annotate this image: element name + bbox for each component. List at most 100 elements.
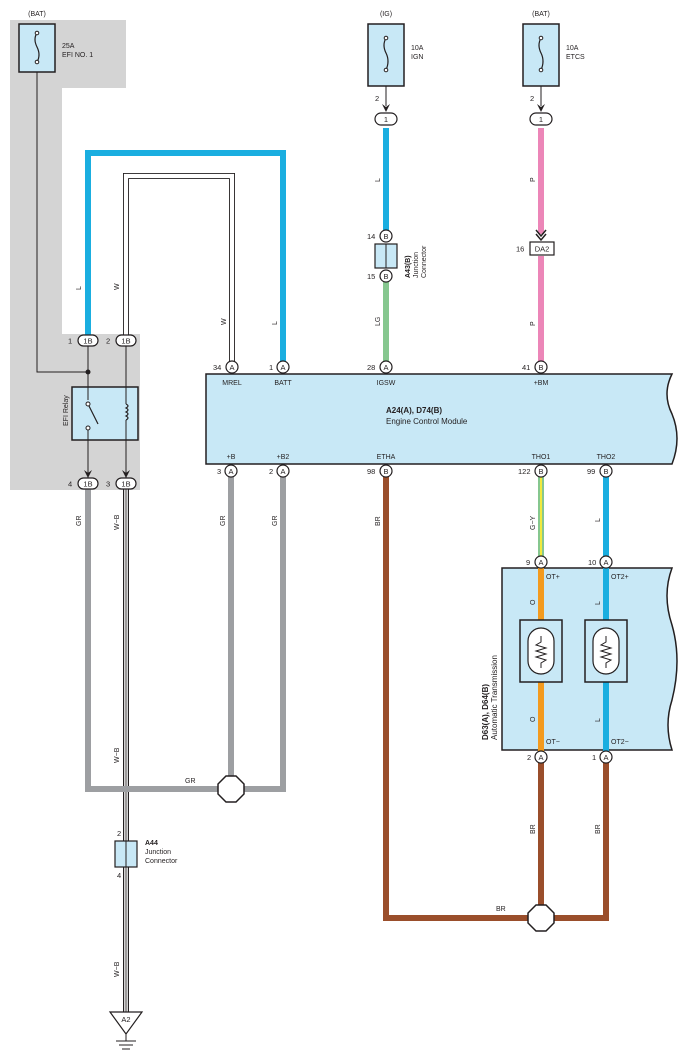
ecm-pin-mrel-number: 34 (213, 363, 221, 372)
ecm-pin-tho2: B (599, 464, 613, 478)
wire-label-l-2: L (272, 321, 279, 325)
a43-pin-bottom: 15 (367, 272, 375, 281)
wire-label-l-1: L (76, 286, 83, 290)
ecm-pin-b: A (224, 464, 238, 478)
ecm-pin-b2: A (276, 464, 290, 478)
relay-connector-pin3: 1B (115, 477, 137, 490)
ground-a2: A2 (108, 1011, 144, 1050)
transmission-pin-ot-plus-number: 9 (526, 558, 530, 567)
fuse-efi-rating: 25A (62, 43, 75, 50)
wire-label-g-y: G−Y (530, 515, 537, 530)
ecm-pin-tho2-label: THO2 (597, 454, 616, 461)
ecm-pin-tho1-number: 122 (518, 467, 531, 476)
svg-text:A: A (228, 467, 233, 476)
wire-label-w-b-1: W−B (114, 514, 121, 530)
transmission-pin-ot-minus-number: 2 (527, 753, 531, 762)
svg-text:1B: 1B (121, 480, 130, 489)
fuse-etcs-source: (BAT) (532, 11, 550, 18)
relay-pin-3: 3 (106, 480, 110, 489)
svg-text:A: A (229, 363, 234, 372)
fuse-ign-source: (IG) (380, 11, 392, 18)
svg-text:A: A (280, 467, 285, 476)
wire-label-p-1: P (530, 177, 537, 182)
wire-label-l-4: L (595, 518, 602, 522)
wire-label-gr-3: GR (272, 516, 279, 527)
relay-pin-4: 4 (68, 480, 72, 489)
da2-pin: 16 (516, 245, 524, 254)
transmission-name: Automatic Transmission (490, 655, 499, 740)
svg-text:A: A (383, 363, 388, 372)
transmission-pin-ot-plus: A (534, 555, 548, 569)
wire-label-br-3: BR (595, 824, 602, 834)
ecm-pin-bm-label: +BM (534, 380, 549, 387)
ecm-pin-tho1-label: THO1 (532, 454, 551, 461)
ecm-pin-b2-label: +B2 (277, 454, 290, 461)
relay-arrow-pin3 (122, 470, 130, 478)
ecm-pin-batt-number: 1 (269, 363, 273, 372)
connector-da2: DA2 (529, 229, 555, 256)
svg-text:B: B (383, 467, 388, 476)
splice-br (527, 904, 555, 932)
fuse-etcs-rating: 10A (566, 45, 579, 52)
fuse-ign (367, 23, 405, 106)
transmission-pin-ot-minus: A (534, 750, 548, 764)
ecm-id: A24(A), D74(B) (386, 406, 442, 415)
inline-connector-etcs-label: 1 (539, 115, 543, 124)
relay-arrow-pin4 (84, 470, 92, 478)
ecm-pin-etha-label: ETHA (377, 454, 396, 461)
fuse-etcs-name: ETCS (566, 54, 585, 61)
relay-connector-pin4: 1B (77, 477, 99, 490)
thermistor-1 (519, 619, 563, 683)
junction-connector-a43: B B (374, 229, 398, 283)
transmission-pin-ot-plus-label: OT+ (546, 574, 560, 581)
efi-relay (71, 346, 139, 478)
a44-pin-bottom: 4 (117, 871, 121, 880)
ecm-pin-b-number: 3 (217, 467, 221, 476)
a43-line2: Connector (421, 245, 428, 278)
fuse-efi-name: EFI NO. 1 (62, 52, 93, 59)
ecm-pin-igsw-number: 28 (367, 363, 375, 372)
fuse-ign-pin: 2 (375, 94, 379, 103)
transmission-pin-ot2-minus-label: OT2− (611, 739, 629, 746)
svg-text:A: A (538, 558, 543, 567)
svg-text:B: B (538, 467, 543, 476)
wire-label-gr-1: GR (76, 516, 83, 527)
connector-arrow-ign (382, 104, 390, 112)
wire-label-p-2: P (530, 321, 537, 326)
ecm-pin-igsw: A (379, 360, 393, 374)
ecm-pin-etha: B (379, 464, 393, 478)
wire-w-mrel (123, 173, 235, 362)
svg-text:A2: A2 (121, 1015, 130, 1024)
svg-text:B: B (538, 363, 543, 372)
ecm-pin-bm-number: 41 (522, 363, 530, 372)
svg-text:A: A (280, 363, 285, 372)
transmission-pin-ot-minus-label: OT− (546, 739, 560, 746)
wire-gr-relay (85, 488, 218, 792)
ecm-pin-mrel-label: MREL (222, 380, 242, 387)
fuse-ign-rating: 10A (411, 45, 424, 52)
fuse-efi-no1 (18, 23, 56, 73)
wire-label-gr-4: GR (185, 778, 196, 785)
relay-connector-pin1: 1B (77, 334, 99, 347)
transmission-pin-ot2-minus-number: 1 (592, 753, 596, 762)
wire-label-br-1: BR (375, 516, 382, 526)
svg-text:B: B (383, 272, 388, 281)
ecm-pin-mrel: A (225, 360, 239, 374)
a44-line1: Junction (145, 849, 171, 856)
svg-text:B: B (383, 232, 388, 241)
svg-text:A: A (603, 558, 608, 567)
transmission-pin-ot2-plus: A (599, 555, 613, 569)
ecm-pin-tho1: B (534, 464, 548, 478)
ecm-pin-batt-label: BATT (274, 380, 292, 387)
a43-pin-top: 14 (367, 232, 375, 241)
svg-text:DA2: DA2 (535, 245, 550, 254)
wire-label-o-1: O (530, 599, 537, 605)
relay-connector-pin2: 1B (115, 334, 137, 347)
wire-label-l-5: L (595, 601, 602, 605)
svg-text:1B: 1B (83, 480, 92, 489)
wire-label-br-2: BR (530, 824, 537, 834)
wire-label-w-2: W (221, 318, 228, 325)
wire-br-ot2-minus (554, 762, 609, 921)
a44-line2: Connector (145, 858, 178, 865)
ecm-pin-bm: B (534, 360, 548, 374)
